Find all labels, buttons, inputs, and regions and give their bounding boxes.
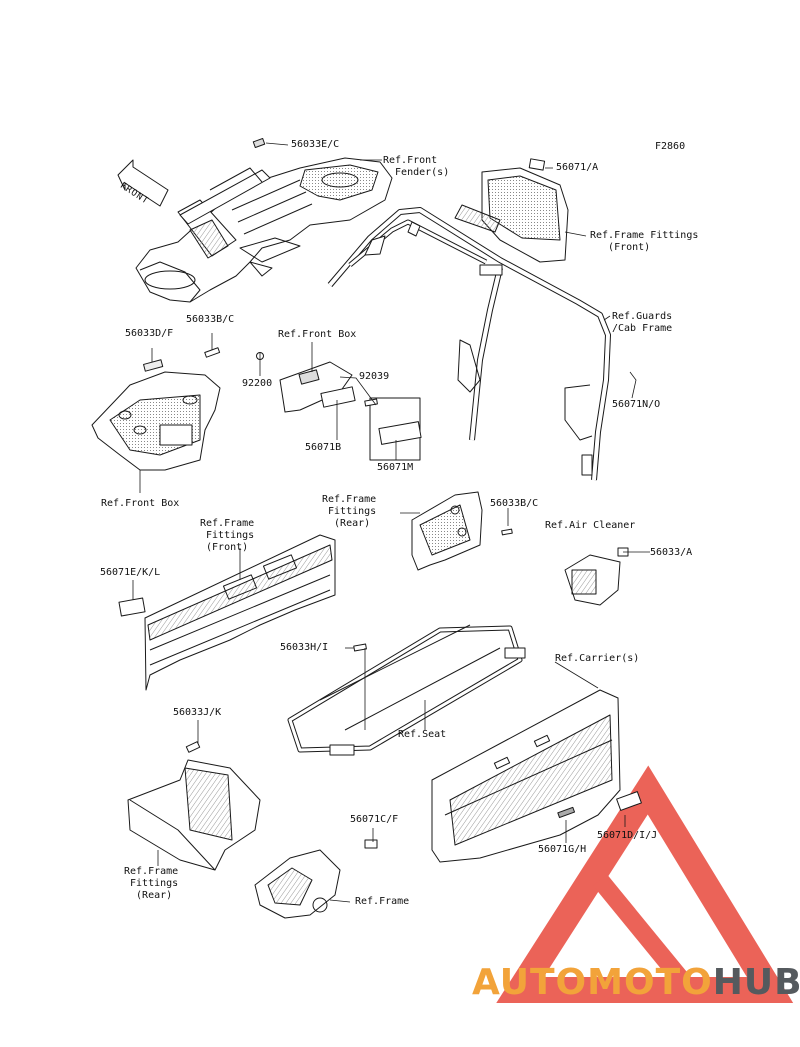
front-box-lid <box>256 352 422 461</box>
part-56033bc-top: 56033B/C <box>186 314 235 325</box>
part-56033jk: 56033J/K <box>173 707 222 718</box>
part-92039: 92039 <box>359 371 390 382</box>
part-56071b: 56071B <box>305 442 342 453</box>
part-56071gh: 56071G/H <box>538 844 587 855</box>
ref-front-box-top: Ref.Front Box <box>278 329 357 340</box>
part-56033bc-mid: 56033B/C <box>490 498 539 509</box>
frame-fittings-rear-mid <box>411 491 513 571</box>
watermark-logo <box>496 765 794 1003</box>
seat-frame <box>287 624 526 756</box>
frame-fittings-front-top <box>454 158 569 263</box>
air-cleaner <box>564 547 629 606</box>
part-56033a: 56033/A <box>650 547 693 558</box>
part-56071no: 56071N/O <box>612 399 661 410</box>
part-56033hi: 56033H/I <box>280 642 329 653</box>
ref-frame-fittings-rear-mid: Ref.Frame Fittings (Rear) <box>322 494 377 529</box>
ref-carriers: Ref.Carrier(s) <box>555 653 640 664</box>
part-56033df: 56033D/F <box>125 328 174 339</box>
ref-frame: Ref.Frame <box>355 896 410 907</box>
front-arrow-icon <box>117 159 169 207</box>
watermark-part2: HUB <box>712 962 800 1003</box>
ref-guards-cab-frame: Ref.Guards /Cab Frame <box>612 311 673 334</box>
front-box <box>91 347 221 471</box>
part-56071ekl: 56071E/K/L <box>100 567 161 578</box>
ref-front-box-bottom: Ref.Front Box <box>101 498 180 509</box>
frame-fittings-rear-bottom <box>127 741 261 871</box>
part-56071m: 56071M <box>377 462 414 473</box>
part-56071dij: 56071D/I/J <box>597 830 658 841</box>
part-56071a: 56071/A <box>556 162 599 173</box>
part-56033ec: 56033E/C <box>291 139 340 150</box>
ref-frame-fittings-front-top: Ref.Frame Fittings (Front) <box>590 230 699 253</box>
ref-seat: Ref.Seat <box>398 729 447 740</box>
front-fender-assembly <box>135 137 393 303</box>
ref-air-cleaner: Ref.Air Cleaner <box>545 520 636 531</box>
part-56071cf: 56071C/F <box>350 814 399 825</box>
leader-lines <box>132 142 650 903</box>
ref-frame-fittings-rear-bottom: Ref.Frame Fittings (Rear) <box>124 866 179 901</box>
cab-frame <box>327 207 611 481</box>
carrier-tailgate <box>431 689 642 863</box>
figure-code: F2860 <box>655 141 686 152</box>
ref-frame-fittings-front-mid: Ref.Frame Fittings (Front) <box>200 518 255 553</box>
watermark-text: AUTOMOTOHUB <box>472 962 800 1003</box>
ref-front-fender: Ref.Front Fender(s) <box>383 155 450 178</box>
frame-fittings-front-panel <box>118 534 336 691</box>
frame-bottom <box>254 839 378 919</box>
part-92200: 92200 <box>242 378 273 389</box>
watermark-part1: AUTOMOTO <box>472 962 713 1003</box>
